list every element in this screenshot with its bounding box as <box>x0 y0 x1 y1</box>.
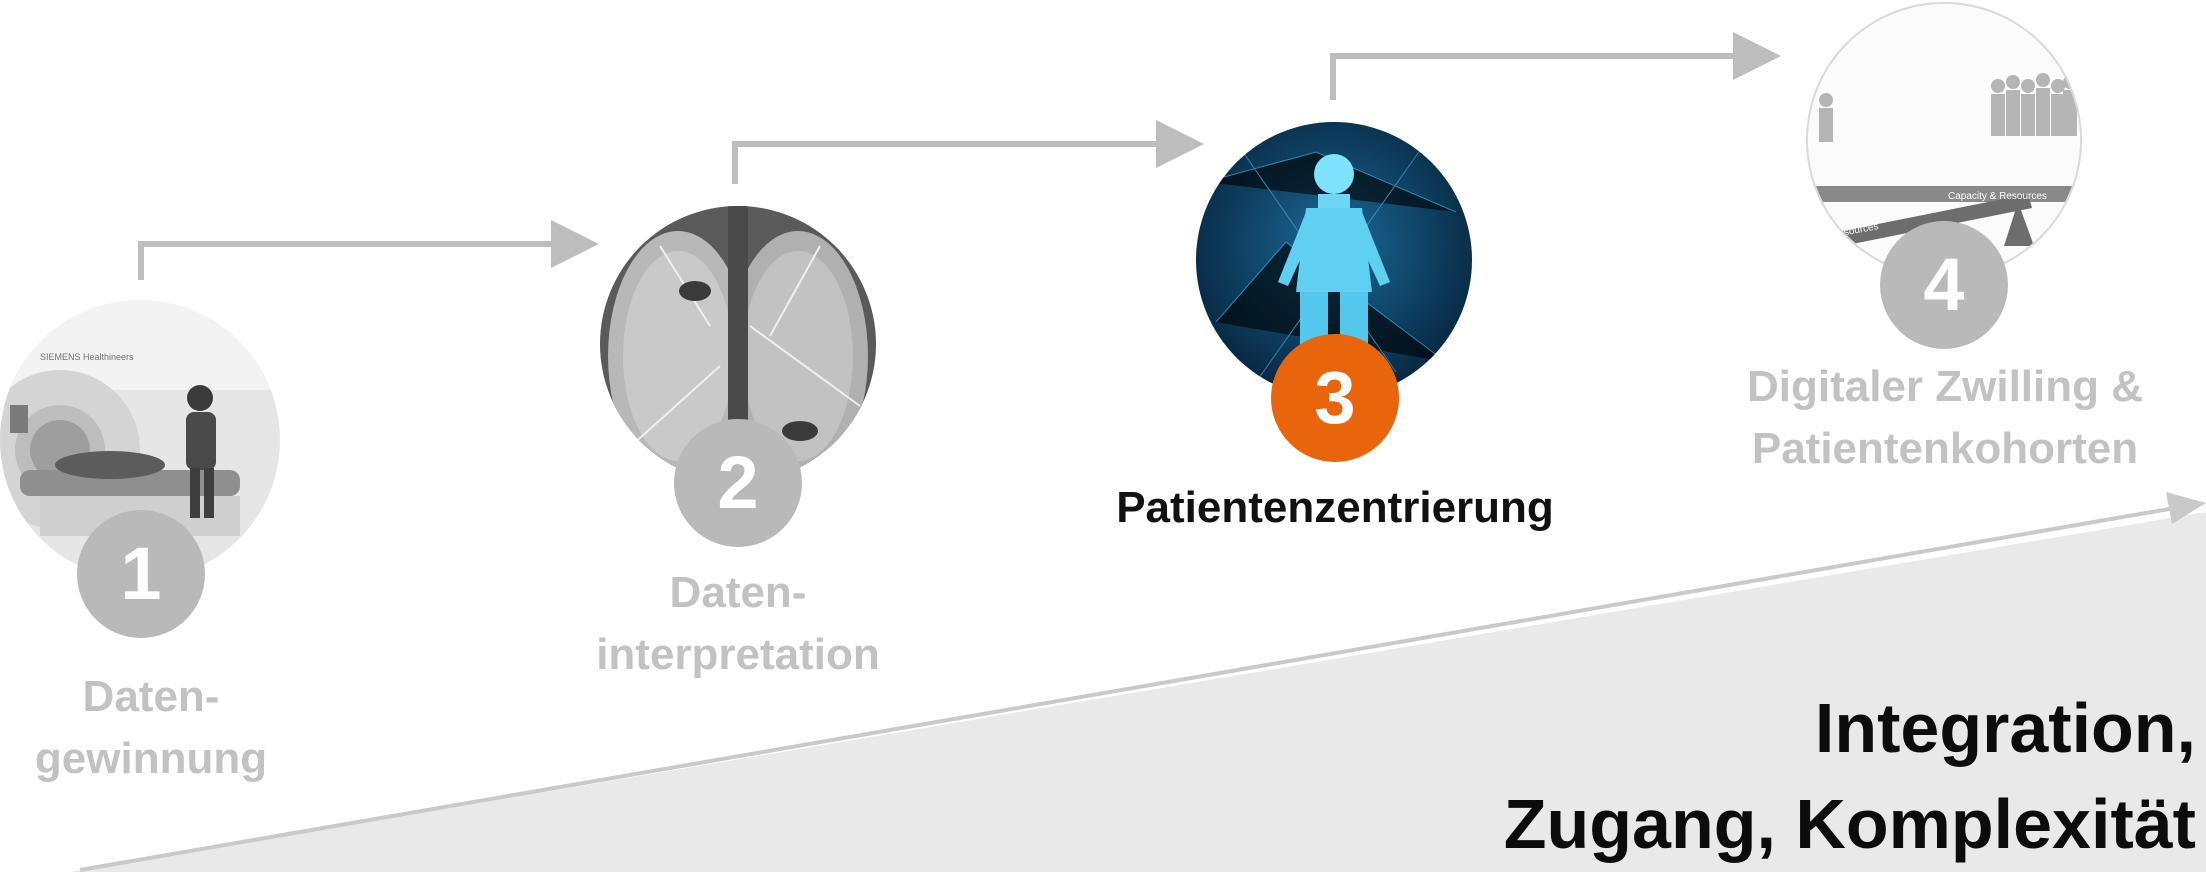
step-1-label-line2: gewinnung <box>34 734 268 783</box>
ct-scanner-photo: SIEMENS Healthineers <box>0 300 280 580</box>
wedge-caption: Integration, Zugang, Komplexität <box>1504 680 2196 872</box>
lung-xray-photo <box>600 206 876 482</box>
step-3-label: Patientenzentrierung <box>1084 477 1586 539</box>
step-4-badge: 4 <box>1880 221 2008 349</box>
step-1-label: Daten- gewinnung <box>10 666 292 790</box>
step-2-badge: 2 <box>674 419 802 547</box>
cohort-balance-photo: Capacity & Resources Resources <box>1806 2 2082 278</box>
step-4-label-line2: Patientenkohorten <box>1751 424 2139 473</box>
step-4-label: Digitaler Zwilling & Patientenkohorten <box>1690 356 2200 480</box>
growth-arrow-head <box>2166 492 2206 524</box>
step-2-label: Daten- interpretation <box>578 562 898 686</box>
connector-arrow-3-4 <box>1330 32 1781 100</box>
step-2-label-line2: interpretation <box>596 630 880 679</box>
wedge-caption-line2: Zugang, Komplexität <box>1503 785 2196 863</box>
step-1-label-line1: Daten- <box>82 672 220 721</box>
step-3-label-line1: Patientenzentrierung <box>1116 483 1554 532</box>
balance-right-text: Capacity & Resources <box>1948 191 2047 202</box>
step-3-badge: 3 <box>1271 334 1399 462</box>
step-2-label-line1: Daten- <box>669 568 807 617</box>
connector-arrow-1-2 <box>138 220 599 280</box>
step-4-label-line1: Digitaler Zwilling & <box>1746 362 2144 411</box>
wedge-caption-line1: Integration, <box>1814 689 2196 767</box>
growth-wedge <box>70 512 2206 872</box>
growth-arrow <box>79 506 2176 872</box>
scanner-brand-text: SIEMENS Healthineers <box>40 352 134 362</box>
connector-arrow-2-3 <box>732 120 1204 184</box>
step-1-badge: 1 <box>77 510 205 638</box>
